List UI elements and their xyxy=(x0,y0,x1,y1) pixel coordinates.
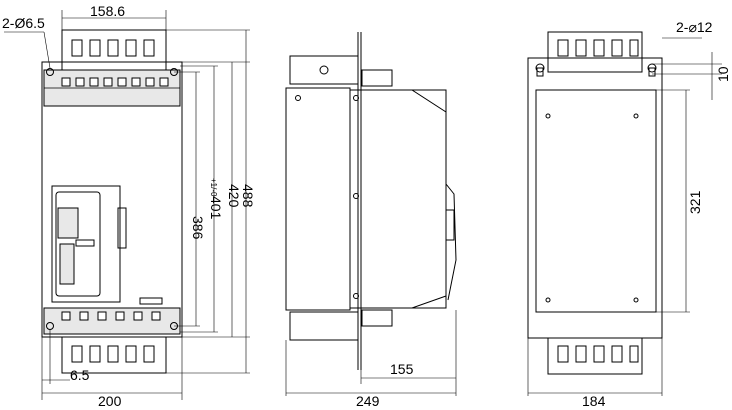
mount-hole-icon xyxy=(319,65,329,75)
back-plate xyxy=(535,89,657,313)
back-bracket-top xyxy=(547,31,643,73)
back-view xyxy=(527,31,722,396)
display-window xyxy=(57,207,79,239)
button-icon xyxy=(75,239,95,247)
top-bracket-slot xyxy=(89,39,101,57)
keypad-panel xyxy=(51,185,121,303)
top-bracket-slot xyxy=(107,39,119,57)
top-terminals xyxy=(61,77,169,87)
back-width: 184 xyxy=(582,393,606,409)
top-bracket xyxy=(61,29,167,71)
front-h401: 401 xyxy=(208,196,224,220)
side-depth-total: 249 xyxy=(356,393,380,409)
bottom-terminals xyxy=(61,311,161,321)
front-width-bottom: 200 xyxy=(98,393,122,409)
top-bracket-slot xyxy=(125,39,137,57)
side-body-rear xyxy=(285,87,351,311)
front-width-top: 158.6 xyxy=(90,3,125,19)
back-hole-note: 2-⌀12 xyxy=(676,19,713,35)
front-view xyxy=(4,10,250,400)
connector-port xyxy=(59,243,75,285)
keyhole-icon xyxy=(535,63,545,77)
top-bracket-slot xyxy=(143,39,155,57)
keypad-profile xyxy=(445,183,457,301)
label-plate xyxy=(139,297,163,305)
side-flange-bottom xyxy=(289,311,359,341)
front-h420: 420 xyxy=(226,184,242,208)
back-dim-321: 321 xyxy=(687,190,703,214)
front-offset-bottom: 6.5 xyxy=(70,367,90,383)
front-h488: 488 xyxy=(240,184,256,208)
side-body-front xyxy=(349,89,447,309)
back-dim-10: 10 xyxy=(715,66,731,82)
mount-hole-icon xyxy=(46,322,54,330)
side-depth-partial: 155 xyxy=(390,361,414,377)
mount-hole-icon xyxy=(46,68,54,76)
back-housing xyxy=(527,57,663,339)
bottom-bracket xyxy=(61,336,167,374)
keypad-inner xyxy=(55,191,101,297)
front-hole-note: 2-Ø6.5 xyxy=(2,15,45,31)
front-h401-tol: +1/-0 xyxy=(209,178,218,197)
top-bracket-slot xyxy=(71,39,83,57)
side-view xyxy=(285,32,457,396)
front-h386: 386 xyxy=(190,216,206,240)
side-handle xyxy=(117,207,127,249)
side-flange-top xyxy=(289,55,359,85)
back-bracket-bottom xyxy=(547,337,643,375)
